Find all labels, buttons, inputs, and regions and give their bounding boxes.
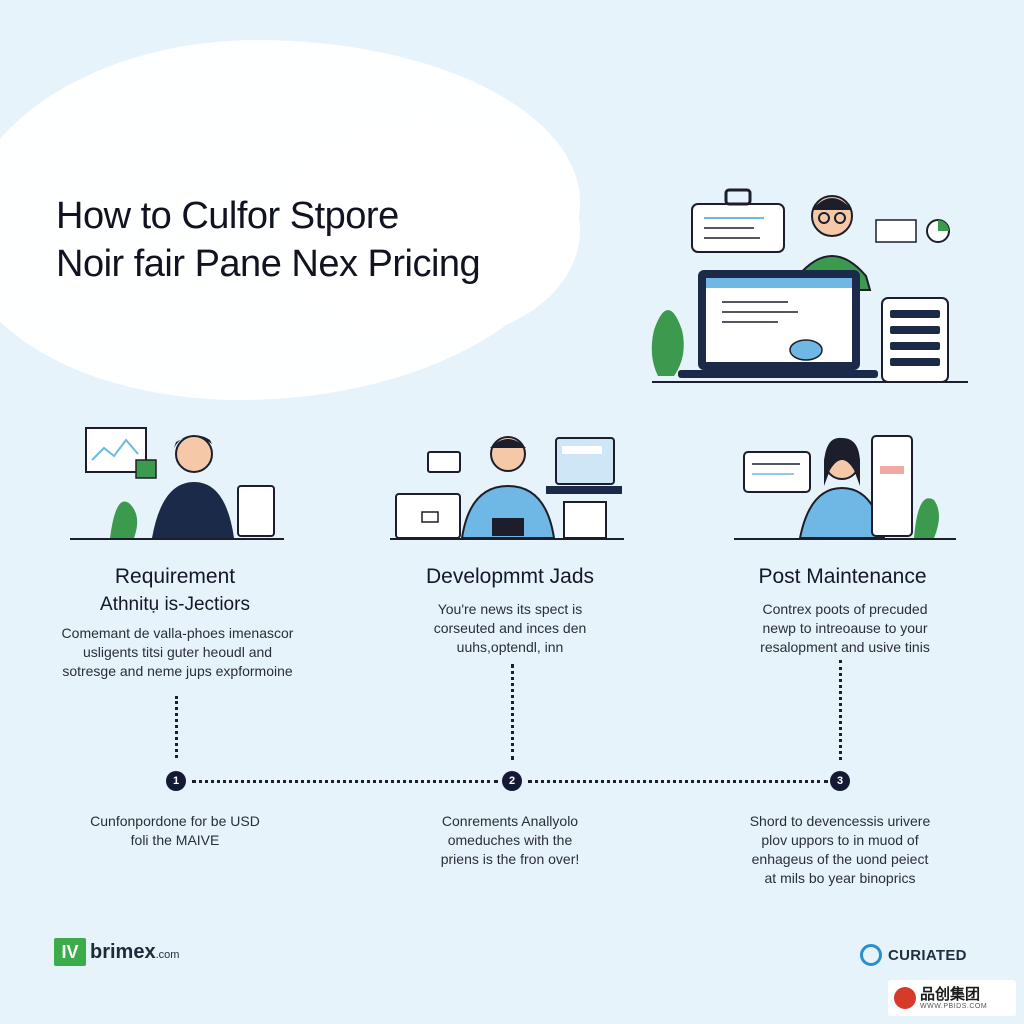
requirement-illustration <box>70 427 284 540</box>
step-1-description: Comemant de valla-phoes imenascor uslige… <box>40 624 315 681</box>
step-1-number-badge: 1 <box>166 771 186 791</box>
step-1-title-line-1: Requirement <box>114 565 236 588</box>
step-2-desc-line-2: corseuted and inces den <box>433 620 587 636</box>
step-1-title: Requirement <box>60 564 290 590</box>
watermark: 品创集团 WWW.PBIDS.COM <box>888 980 1016 1016</box>
step-1-desc-line-3: sotresge and neme jups expformoine <box>62 663 293 679</box>
hero-illustration <box>651 188 968 383</box>
step-2-footnote-line-2: omeduches with the <box>447 832 573 848</box>
step-1-footnote: Cunfonpordone for be USD foli the MAIVE <box>60 812 290 850</box>
step-3-description: Contrex poots of precuded newp to intreo… <box>730 600 960 657</box>
step-3-desc-line-3: resalopment and usive tinis <box>760 639 930 655</box>
step-2-footnote-line-1: Conrements Anallyolo <box>441 813 579 829</box>
development-illustration <box>390 436 624 540</box>
maintenance-illustration <box>734 435 956 540</box>
background-blob-secondary <box>280 120 580 340</box>
step-2-description: You're news its spect is corseuted and i… <box>395 600 625 657</box>
step-3-footnote-line-4: at mils bo year binoprics <box>764 870 916 886</box>
step-3-footnote-line-3: enhageus of the uond peiect <box>751 851 929 867</box>
step-2-connector <box>511 664 514 760</box>
step-1-footnote-line-1: Cunfonpordone for be USD <box>90 813 260 829</box>
step-3-footnote-line-2: plov uppors to in muod of <box>761 832 919 848</box>
page-title: How to Culfor Stpore Noir fair Pane Nex … <box>56 192 576 288</box>
step-1-desc-line-1: Comemant de valla-phoes imenascor <box>61 625 294 641</box>
curiated-logo-text: CURIATED <box>888 946 967 964</box>
title-line-1: How to Culfor Stpore <box>56 195 399 237</box>
step-3-title: Post Maintenance <box>758 565 927 588</box>
timeline-segment-2 <box>528 780 828 783</box>
step-2-footnote: Conrements Anallyolo omeduches with the … <box>395 812 625 869</box>
curiated-logo: CURIATED <box>860 944 967 966</box>
step-1-desc-line-2: usligents titsi guter heoudl and <box>82 644 273 660</box>
watermark-main-text: 品创集团 <box>920 986 981 1003</box>
step-2-number-badge: 2 <box>502 771 522 791</box>
curiated-logo-icon <box>860 944 882 966</box>
timeline-segment-1 <box>192 780 498 783</box>
step-2-title: Developmmt Jads <box>425 565 595 588</box>
step-2-desc-line-3: uuhs,optendl, inn <box>456 639 564 655</box>
brimex-logo: IV brimex.com <box>54 938 179 966</box>
step-1-connector <box>175 696 178 758</box>
brimex-name: brimex <box>90 940 156 963</box>
step-3-desc-line-1: Contrex poots of precuded <box>762 601 928 617</box>
step-2-desc-line-1: You're news its spect is <box>437 601 583 617</box>
brimex-logo-mark: IV <box>54 938 86 966</box>
watermark-url: WWW.PBIDS.COM <box>920 1003 988 1010</box>
step-3-footnote-line-1: Shord to devencessis urivere <box>749 813 931 829</box>
step-1-footnote-line-2: foli the MAIVE <box>130 832 220 848</box>
step-1-subtitle: Athnitụ is-Jectiors <box>100 594 250 615</box>
step-2-footnote-line-3: priens is the fron over! <box>440 851 580 867</box>
watermark-icon <box>894 987 916 1009</box>
step-3-footnote: Shord to devencessis urivere plov uppors… <box>725 812 955 888</box>
step-3-number-badge: 3 <box>830 771 850 791</box>
brimex-suffix: .com <box>155 948 180 961</box>
step-3-connector <box>839 660 842 760</box>
brimex-logo-text: brimex.com <box>90 941 179 964</box>
title-line-2: Noir fair Pane Nex Pricing <box>56 243 481 285</box>
step-3-desc-line-2: newp to intreoause to your <box>762 620 928 636</box>
